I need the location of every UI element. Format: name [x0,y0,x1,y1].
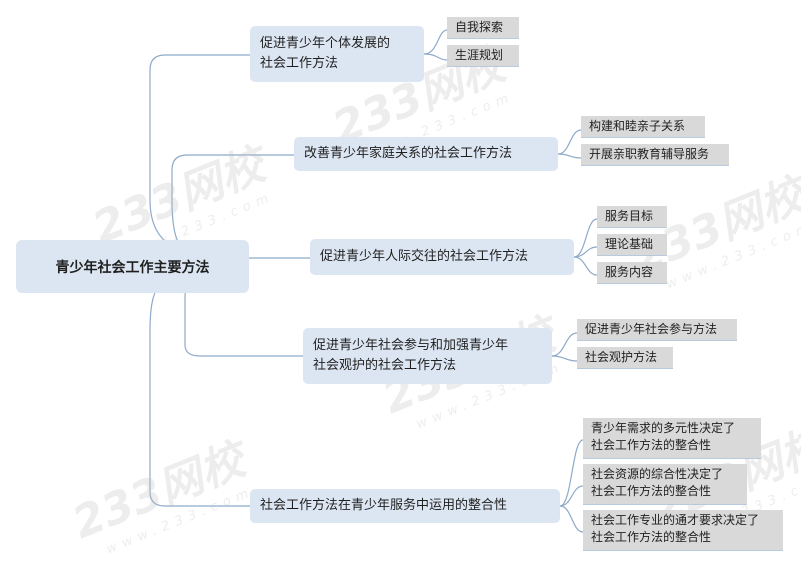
branch-node-family-relations[interactable]: 改善青少年家庭关系的社会工作方法 [294,137,558,171]
branch-node-individual-development[interactable]: 促进青少年个体发展的 社会工作方法 [250,26,424,82]
connector-line [423,53,448,61]
connector-line [551,355,578,362]
connector-line [559,439,584,507]
connector-line [559,485,584,507]
leaf-node[interactable]: 构建和睦亲子关系 [581,116,705,137]
leaf-node[interactable]: 开展亲职教育辅导服务 [581,144,729,165]
connector-line [573,218,598,258]
connector-line [573,256,598,276]
leaf-node[interactable]: 青少年需求的多元性决定了 社会工作方法的整合性 [583,418,761,458]
connector-line [149,267,250,507]
connector-line [557,153,582,159]
connector-line [573,246,598,258]
root-node[interactable]: 青少年社会工作主要方法 [16,240,249,293]
connector-line [559,505,584,533]
leaf-node[interactable]: 理论基础 [597,234,667,255]
leaf-node[interactable]: 社会工作专业的通才要求决定了 社会工作方法的整合性 [583,510,783,550]
leaf-node[interactable]: 社会观护方法 [577,347,673,368]
leaf-node[interactable]: 促进青少年社会参与方法 [577,319,737,340]
leaf-node[interactable]: 社会资源的综合性决定了 社会工作方法的整合性 [583,464,747,504]
leaf-node[interactable]: 服务目标 [597,206,667,227]
connector-line [557,129,582,155]
connector-line [551,332,578,357]
leaf-node[interactable]: 自我探索 [447,17,519,38]
connector-line [423,29,448,55]
connector-line [149,54,250,259]
branch-node-integration[interactable]: 社会工作方法在青少年服务中运用的整合性 [250,489,560,523]
branch-node-interpersonal[interactable]: 促进青少年人际交往的社会工作方法 [310,239,574,275]
leaf-node[interactable]: 服务内容 [597,262,667,283]
leaf-node[interactable]: 生涯规划 [447,45,519,66]
branch-node-social-participation[interactable]: 促进青少年社会参与和加强青少年 社会观护的社会工作方法 [303,328,552,384]
